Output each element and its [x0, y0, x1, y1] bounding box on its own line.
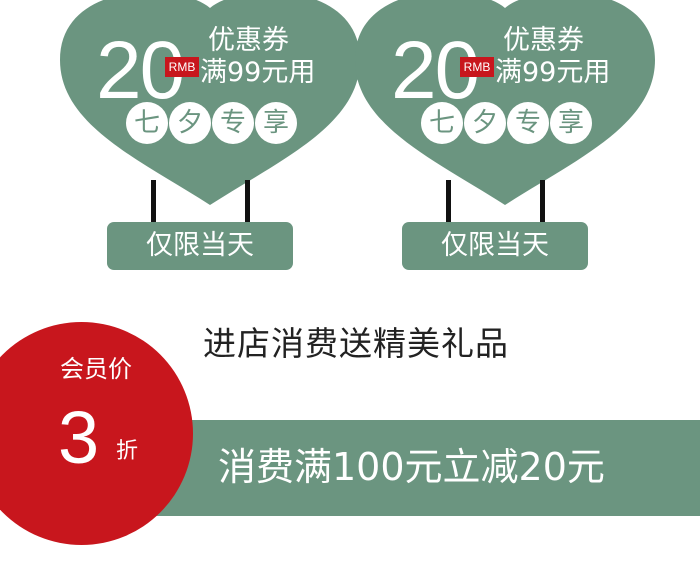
currency-badge: RMB: [165, 57, 199, 77]
festival-char: 专: [212, 102, 254, 144]
badge-number: 3: [58, 396, 100, 479]
today-only-tag: 仅限当天: [402, 222, 588, 270]
coupon-condition: 满99元用: [200, 57, 316, 88]
hanging-rope-right: [245, 180, 250, 222]
coupon-condition: 满99元用: [495, 57, 611, 88]
currency-badge: RMB: [460, 57, 494, 77]
festival-circles: 七 夕 专 享: [126, 102, 297, 144]
festival-char: 享: [255, 102, 297, 144]
heart-shape: [355, 0, 655, 205]
coupon-title: 优惠券: [503, 25, 584, 56]
promo-headline: 进店消费送精美礼品: [203, 324, 509, 363]
hanging-rope-left: [151, 180, 156, 222]
festival-char: 七: [421, 102, 463, 144]
festival-char: 专: [507, 102, 549, 144]
festival-char: 享: [550, 102, 592, 144]
hanging-rope-left: [446, 180, 451, 222]
festival-char: 夕: [464, 102, 506, 144]
hanging-rope-right: [540, 180, 545, 222]
badge-label: 会员价: [60, 355, 132, 383]
today-only-tag: 仅限当天: [107, 222, 293, 270]
heart-shape: [60, 0, 360, 205]
festival-char: 夕: [169, 102, 211, 144]
coupon-card-2[interactable]: 20 RMB 优惠券 满99元用 七 夕 专 享 仅限当天: [355, 0, 655, 275]
festival-char: 七: [126, 102, 168, 144]
member-price-badge: [0, 322, 193, 545]
discount-band: [150, 420, 700, 516]
discount-text: 消费满100元立减20元: [218, 445, 605, 489]
festival-circles: 七 夕 专 享: [421, 102, 592, 144]
coupon-title: 优惠券: [208, 25, 289, 56]
badge-unit: 折: [116, 439, 139, 464]
coupon-card-1[interactable]: 20 RMB 优惠券 满99元用 七 夕 专 享 仅限当天: [60, 0, 360, 275]
